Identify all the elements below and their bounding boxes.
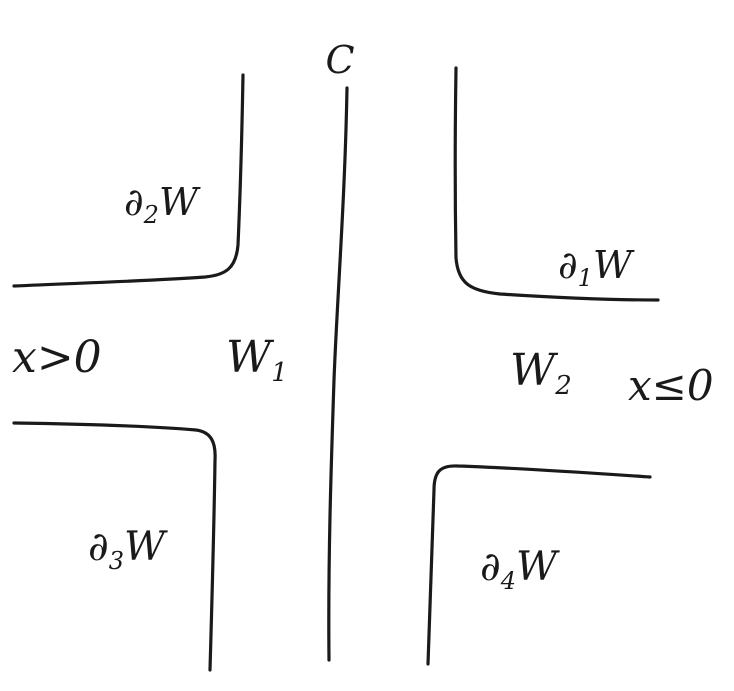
svg-text:∂2W: ∂2W: [124, 180, 201, 229]
partial-symbol: ∂: [88, 524, 109, 570]
svg-text:W1: W1: [226, 332, 288, 388]
subscript: 1: [578, 264, 593, 292]
w-symbol: W: [159, 180, 201, 224]
w-symbol: W: [124, 524, 168, 570]
region-1-label: W1: [226, 332, 288, 388]
boundary-1-label: ∂1W: [558, 243, 635, 292]
subscript: 4: [500, 567, 516, 595]
condition-left: x>0: [12, 332, 102, 383]
svg-text:∂4W: ∂4W: [480, 544, 560, 595]
partial-symbol: ∂: [480, 544, 501, 590]
partial-symbol: ∂: [558, 243, 578, 287]
boundary-upper-right: [453, 66, 660, 302]
boundary-4-label: ∂4W: [480, 544, 560, 595]
w-symbol: W: [226, 332, 275, 383]
subscript: 1: [271, 358, 288, 388]
curve-label: C: [325, 38, 354, 82]
w-symbol: W: [516, 544, 560, 590]
svg-text:∂1W: ∂1W: [558, 243, 635, 292]
subscript: 2: [143, 201, 159, 229]
w-symbol: W: [510, 345, 559, 396]
condition-right: x≤0: [628, 361, 714, 410]
boundary-2-label: ∂2W: [124, 180, 201, 229]
svg-text:W2: W2: [510, 345, 572, 401]
w-symbol: W: [593, 243, 635, 287]
subscript: 2: [554, 371, 572, 401]
svg-text:∂3W: ∂3W: [88, 524, 168, 575]
subscript: 3: [109, 547, 124, 575]
partial-symbol: ∂: [124, 180, 144, 224]
boundary-3-label: ∂3W: [88, 524, 168, 575]
region-2-label: W2: [510, 345, 572, 401]
boundary-lower-right: [426, 464, 652, 666]
curve-c: [327, 86, 349, 662]
boundary-lower-left: [12, 421, 217, 672]
boundary-upper-left: [12, 73, 245, 288]
